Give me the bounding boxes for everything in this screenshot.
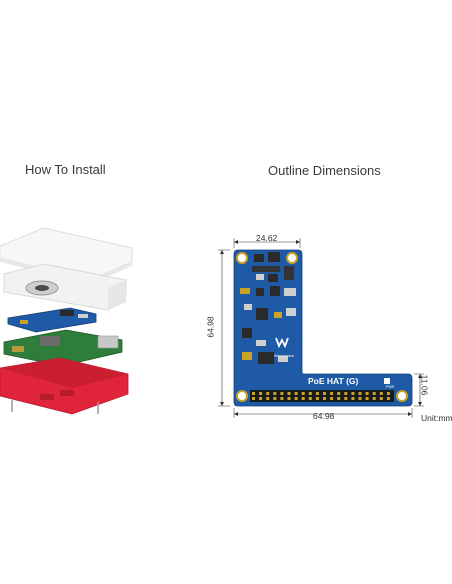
component-cap	[244, 304, 252, 310]
fan-hub	[35, 285, 49, 291]
gpio-pin	[273, 397, 277, 400]
gpio-pin	[365, 392, 369, 395]
component-cap	[278, 356, 288, 362]
gpio-pin	[308, 397, 312, 400]
case-base-inner	[0, 358, 128, 388]
component-pad	[240, 288, 250, 294]
component-ic	[268, 252, 280, 262]
component-ic	[268, 274, 278, 282]
dimension-drawing	[218, 238, 424, 418]
mounting-hole	[236, 390, 248, 402]
dim-left-label: 64.98	[205, 316, 216, 338]
component-ic	[256, 308, 268, 320]
pi-chip	[40, 336, 60, 346]
gpio-pin	[365, 397, 369, 400]
gpio-pin	[315, 392, 319, 395]
install-illustration	[0, 218, 140, 418]
gpio-pin	[351, 397, 355, 400]
component-cap	[256, 274, 264, 280]
component-ic	[242, 328, 252, 338]
dim-right-label: 11.06	[419, 374, 430, 396]
gpio-pin	[301, 392, 305, 395]
gpio-pin	[386, 397, 390, 400]
gpio-pin	[323, 397, 326, 400]
waveshare-logo-icon	[275, 337, 289, 349]
component-cap	[256, 340, 266, 346]
pi-component	[12, 346, 24, 352]
board-title: PoE HAT (G)	[308, 376, 359, 386]
install-heading: How To Install	[25, 162, 106, 177]
component-inductor	[284, 266, 294, 280]
gpio-pins	[252, 392, 390, 400]
component-ic	[256, 288, 264, 296]
gpio-pin	[294, 397, 298, 400]
gpio-pin	[351, 392, 355, 395]
gpio-pin	[323, 392, 326, 395]
gpio-pin	[266, 397, 270, 400]
board-pwr-text: PWR	[386, 385, 395, 389]
gpio-header	[250, 390, 394, 402]
pi-ports	[97, 335, 119, 349]
component-cap	[286, 308, 296, 316]
gpio-pin	[330, 392, 334, 395]
gpio-pin	[259, 392, 263, 395]
gpio-pin	[379, 392, 383, 395]
mounting-hole	[286, 252, 298, 264]
hat-component	[20, 320, 28, 324]
exploded-case-image	[0, 227, 133, 415]
gpio-pin	[337, 397, 341, 400]
gpio-pin	[330, 397, 334, 400]
pwr-led-icon	[384, 378, 390, 384]
gpio-pin	[280, 397, 284, 400]
gpio-pin	[301, 397, 305, 400]
gpio-pin	[252, 397, 255, 400]
component-ic	[254, 254, 264, 262]
component-ic	[270, 286, 280, 296]
gpio-pin	[372, 397, 376, 400]
gpio-pin	[337, 392, 341, 395]
hat-component	[78, 314, 88, 318]
dim-bottom-label: 64.98	[313, 411, 335, 421]
raspberry-pi-board	[3, 329, 123, 367]
mounting-hole	[236, 252, 248, 264]
gpio-pin	[372, 392, 376, 395]
unit-label: Unit:mm	[421, 413, 452, 423]
gpio-pin	[386, 392, 390, 395]
gpio-pin	[379, 397, 383, 400]
gpio-pin	[308, 392, 312, 395]
component-pad	[274, 312, 282, 318]
gpio-pin	[315, 397, 319, 400]
gpio-pin	[344, 392, 348, 395]
outline-heading: Outline Dimensions	[268, 163, 381, 178]
gpio-pin	[344, 397, 348, 400]
gpio-pin	[273, 392, 277, 395]
gpio-pin	[252, 392, 255, 395]
fan-housing-side	[108, 280, 126, 310]
gpio-pin	[259, 397, 263, 400]
outline-figure: 24.62 64.98 64.98 11.06 Unit:mm PoE HAT …	[206, 228, 452, 428]
board-logo-text: Waveshare	[274, 353, 295, 358]
gpio-pin	[287, 392, 291, 395]
case-port-cutout	[60, 390, 74, 396]
component-cap	[284, 288, 296, 296]
mounting-hole	[396, 390, 408, 402]
case-port-cutout	[40, 394, 54, 400]
component-pad	[242, 352, 252, 360]
gpio-pin	[294, 392, 298, 395]
hat-component	[60, 310, 74, 316]
gpio-pin	[266, 392, 270, 395]
gpio-pin	[280, 392, 284, 395]
gpio-pin	[287, 397, 291, 400]
component-bar	[252, 266, 280, 272]
gpio-pin	[358, 397, 362, 400]
dim-top-label: 24.62	[256, 233, 278, 243]
component-ic	[258, 352, 274, 364]
gpio-pin	[358, 392, 362, 395]
